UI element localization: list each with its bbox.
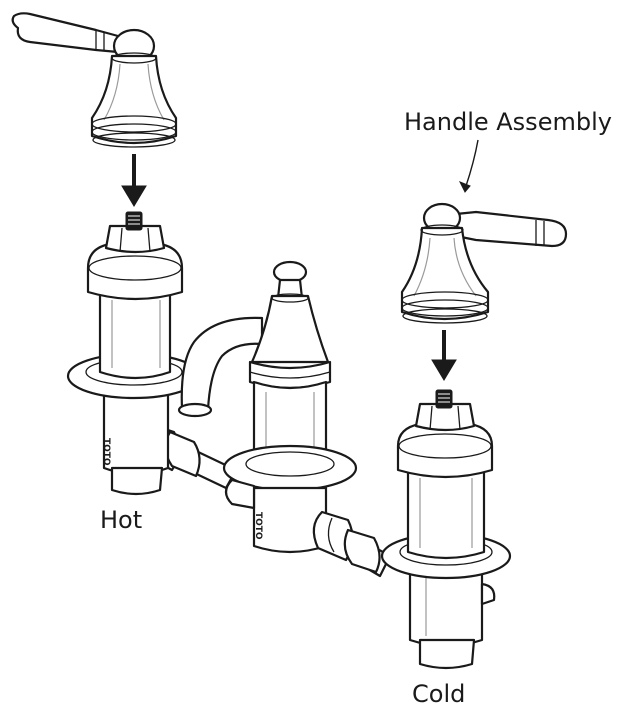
spout-brand-mark: TOTO [253, 512, 263, 540]
hot-valve-brand-mark: TOTO [101, 438, 111, 466]
cold-label: Cold [412, 680, 466, 708]
hot-handle-assembly [11, 12, 178, 148]
hot-install-arrow [121, 154, 147, 207]
cold-handle-assembly [400, 202, 568, 324]
cold-valve-body [380, 389, 512, 670]
cold-install-arrow [431, 330, 457, 381]
spout-assembly: TOTO [177, 260, 358, 554]
hot-label: Hot [100, 506, 143, 534]
hot-valve-body: TOTO [66, 211, 202, 496]
handle-assembly-label: Handle Assembly [404, 108, 612, 136]
cold-supply-connector [312, 510, 392, 578]
handle-assembly-leader [458, 139, 479, 193]
